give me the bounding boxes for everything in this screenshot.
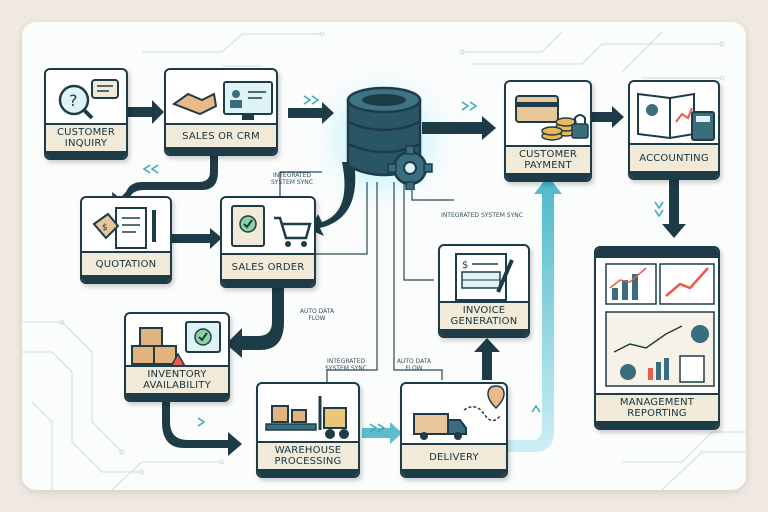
svg-text:$: $: [102, 223, 108, 233]
accounting-label: Accounting: [639, 152, 709, 164]
truck-route-icon: [413, 385, 505, 440]
node-base-bar: [630, 171, 718, 178]
handshake-monitor-icon: [171, 81, 273, 120]
flow-note-1: Auto Data Flow: [299, 308, 335, 322]
node-base-bar: [440, 329, 528, 336]
node-base-bar: [506, 173, 590, 180]
inventory-label: Inventory Availability: [143, 369, 211, 391]
svg-text:$: $: [462, 260, 468, 271]
gear-icon: [387, 145, 433, 190]
delivery-label: Delivery: [429, 451, 479, 463]
customer-inquiry-label: Customer Inquiry: [56, 127, 116, 149]
sync-note-1: Integrated System Sync: [271, 172, 313, 186]
circuit-decoration-bottom: [22, 319, 746, 490]
erp-flow-diagram: ? Customer Inquiry Sales or CRM: [22, 22, 746, 490]
delivery-node: Delivery: [400, 382, 508, 478]
clipboard-cart-icon: [231, 205, 312, 247]
sales-crm-node: Sales or CRM: [164, 68, 278, 156]
svg-text:?: ?: [69, 91, 78, 110]
dashboard-charts-icon: [596, 248, 718, 387]
invoice-document-icon: $: [455, 253, 514, 301]
invoice-label: Invoice Generation: [450, 305, 518, 327]
sales-order-label: Sales Order: [231, 261, 305, 273]
question-bubble-icon: ?: [58, 79, 119, 120]
boxes-monitor-icon: [131, 321, 221, 369]
quotation-label: Quotation: [95, 258, 157, 270]
node-base-bar: [258, 469, 358, 476]
flow-note-2: Auto Data Flow: [396, 358, 432, 372]
sync-note-2: Integrated System Sync: [441, 212, 523, 219]
database-icon: [346, 86, 433, 190]
inventory-node: Inventory Availability: [124, 312, 230, 402]
quotation-node: $ Quotation: [80, 196, 172, 284]
node-base-bar: [82, 275, 170, 282]
delivery-to-payment-arrow: [508, 176, 562, 452]
ledger-calculator-icon: [637, 92, 715, 141]
db-to-payment-arrow: [422, 116, 496, 140]
forklift-conveyor-icon: [265, 396, 349, 439]
node-base-bar: [222, 279, 314, 286]
card-coins-lock-icon: [515, 95, 589, 141]
node-base-bar: [402, 469, 506, 476]
sync-note-3: Integrated System Sync: [325, 358, 367, 372]
customer-payment-label: Customer Payment: [518, 149, 578, 171]
node-base-bar: [46, 151, 126, 158]
main-arrows: [112, 100, 686, 456]
management-reporting-label: Management Reporting: [619, 397, 695, 419]
crm-to-db-arrow: [288, 102, 334, 124]
node-base-bar: [596, 421, 718, 428]
flow-chevrons: [142, 95, 664, 433]
warehouse-label: Warehouse Processing: [274, 445, 342, 467]
node-base-bar: [126, 393, 228, 400]
node-base-bar: [166, 147, 276, 154]
customer-payment-node: Customer Payment: [504, 80, 592, 182]
invoice-node: $ Invoice Generation: [438, 244, 530, 338]
sales-crm-label: Sales or CRM: [182, 130, 260, 142]
management-reporting-node: Management Reporting: [594, 246, 720, 430]
price-tag-document-icon: $: [92, 207, 156, 249]
warehouse-node: Warehouse Processing: [256, 382, 360, 478]
warehouse-to-delivery-arrow: [362, 422, 402, 444]
accounting-node: Accounting: [628, 80, 720, 180]
circuit-decoration-top: [142, 31, 725, 81]
customer-inquiry-node: ? Customer Inquiry: [44, 68, 128, 160]
sales-order-node: Sales Order: [220, 196, 316, 288]
